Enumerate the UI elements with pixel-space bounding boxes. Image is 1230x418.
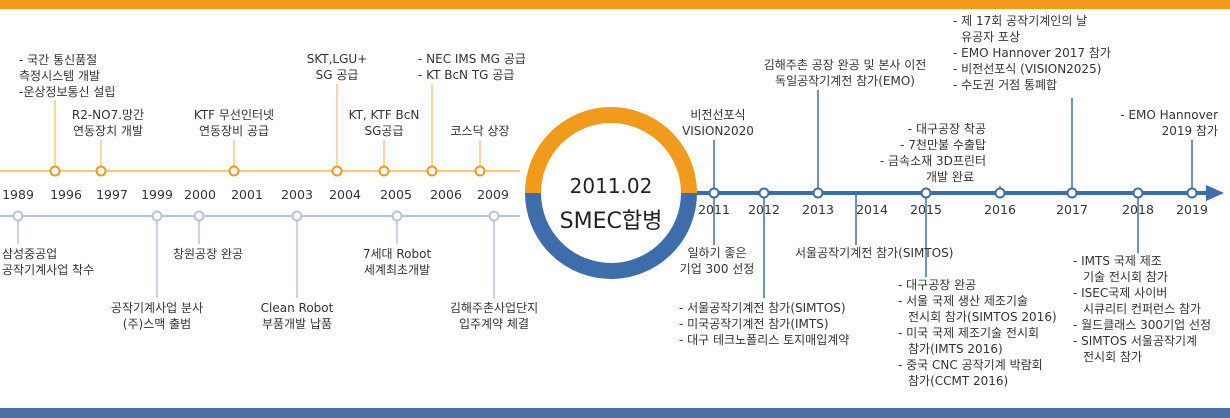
right-year-dot-1	[758, 187, 770, 199]
right-year-dot-3	[920, 187, 932, 199]
orange-marker-5	[426, 165, 438, 177]
bottom-accent-bar	[0, 408, 1230, 418]
year-label-2004: 2004	[329, 187, 361, 202]
year-label-2003: 2003	[281, 187, 313, 202]
milestone-2012: - 서울공작기계전 참가(SIMTOS)- 미국공작기계전 참가(IMTS)- …	[679, 301, 850, 347]
top-accent-bar	[0, 0, 1230, 9]
year-label-2015: 2015	[910, 202, 942, 217]
right-year-dot-2	[812, 187, 824, 199]
merge-title: SMEC합병	[559, 209, 663, 234]
year-label-2000: 2000	[184, 187, 216, 202]
year-label-1997: 1997	[96, 187, 128, 202]
year-label-2005: 2005	[380, 187, 412, 202]
milestone-1999: 공작기계사업 분사(주)스맥 출범	[110, 301, 204, 331]
year-label-2011: 2011	[698, 202, 730, 217]
milestone-2000: 창원공장 완공	[172, 247, 244, 261]
blue-marker-0	[12, 210, 24, 222]
year-label-2012: 2012	[748, 202, 780, 217]
year-label-2001: 2001	[231, 187, 263, 202]
milestone-2014: 서울공작기계전 참가(SIMTOS)	[795, 246, 954, 260]
year-label-1996: 1996	[50, 187, 82, 202]
year-label-2017: 2017	[1056, 202, 1088, 217]
year-label-2016: 2016	[984, 202, 1016, 217]
blue-marker-4	[391, 210, 403, 222]
milestone-2004: SKT,LGU+SG 공급	[306, 52, 368, 82]
year-label-1989: 1989	[2, 187, 34, 202]
merge-ring-blue-arc	[525, 192, 697, 279]
year-label-1999: 1999	[141, 187, 173, 202]
merge-date: 2011.02	[569, 174, 653, 198]
blue-marker-5	[488, 210, 500, 222]
orange-marker-0	[49, 165, 61, 177]
orange-marker-1	[95, 165, 107, 177]
right-year-dot-4	[994, 187, 1006, 199]
orange-marker-4	[378, 165, 390, 177]
blue-marker-1	[151, 210, 163, 222]
year-label-2019: 2019	[1176, 202, 1208, 217]
orange-marker-3	[331, 165, 343, 177]
milestone-2006: - NEC IMS MG 공급- KT BcN TG 공급	[418, 52, 526, 82]
orange-marker-2	[228, 165, 240, 177]
right-year-dot-0	[708, 187, 720, 199]
orange-marker-6	[474, 165, 486, 177]
milestone-2009: 코스닥 상장	[450, 124, 510, 138]
right-year-dot-7	[1186, 187, 1198, 199]
right-year-dot-6	[1132, 187, 1144, 199]
timeline-arrowhead	[1206, 185, 1224, 201]
merge-ring-orange-arc	[525, 107, 697, 194]
blue-marker-2	[193, 210, 205, 222]
year-label-2018: 2018	[1122, 202, 1154, 217]
year-label-2013: 2013	[802, 202, 834, 217]
year-label-2006: 2006	[430, 187, 462, 202]
right-year-dot-5	[1066, 187, 1078, 199]
year-label-2014: 2014	[856, 202, 888, 217]
year-label-2009: 2009	[477, 187, 509, 202]
blue-marker-3	[291, 210, 303, 222]
